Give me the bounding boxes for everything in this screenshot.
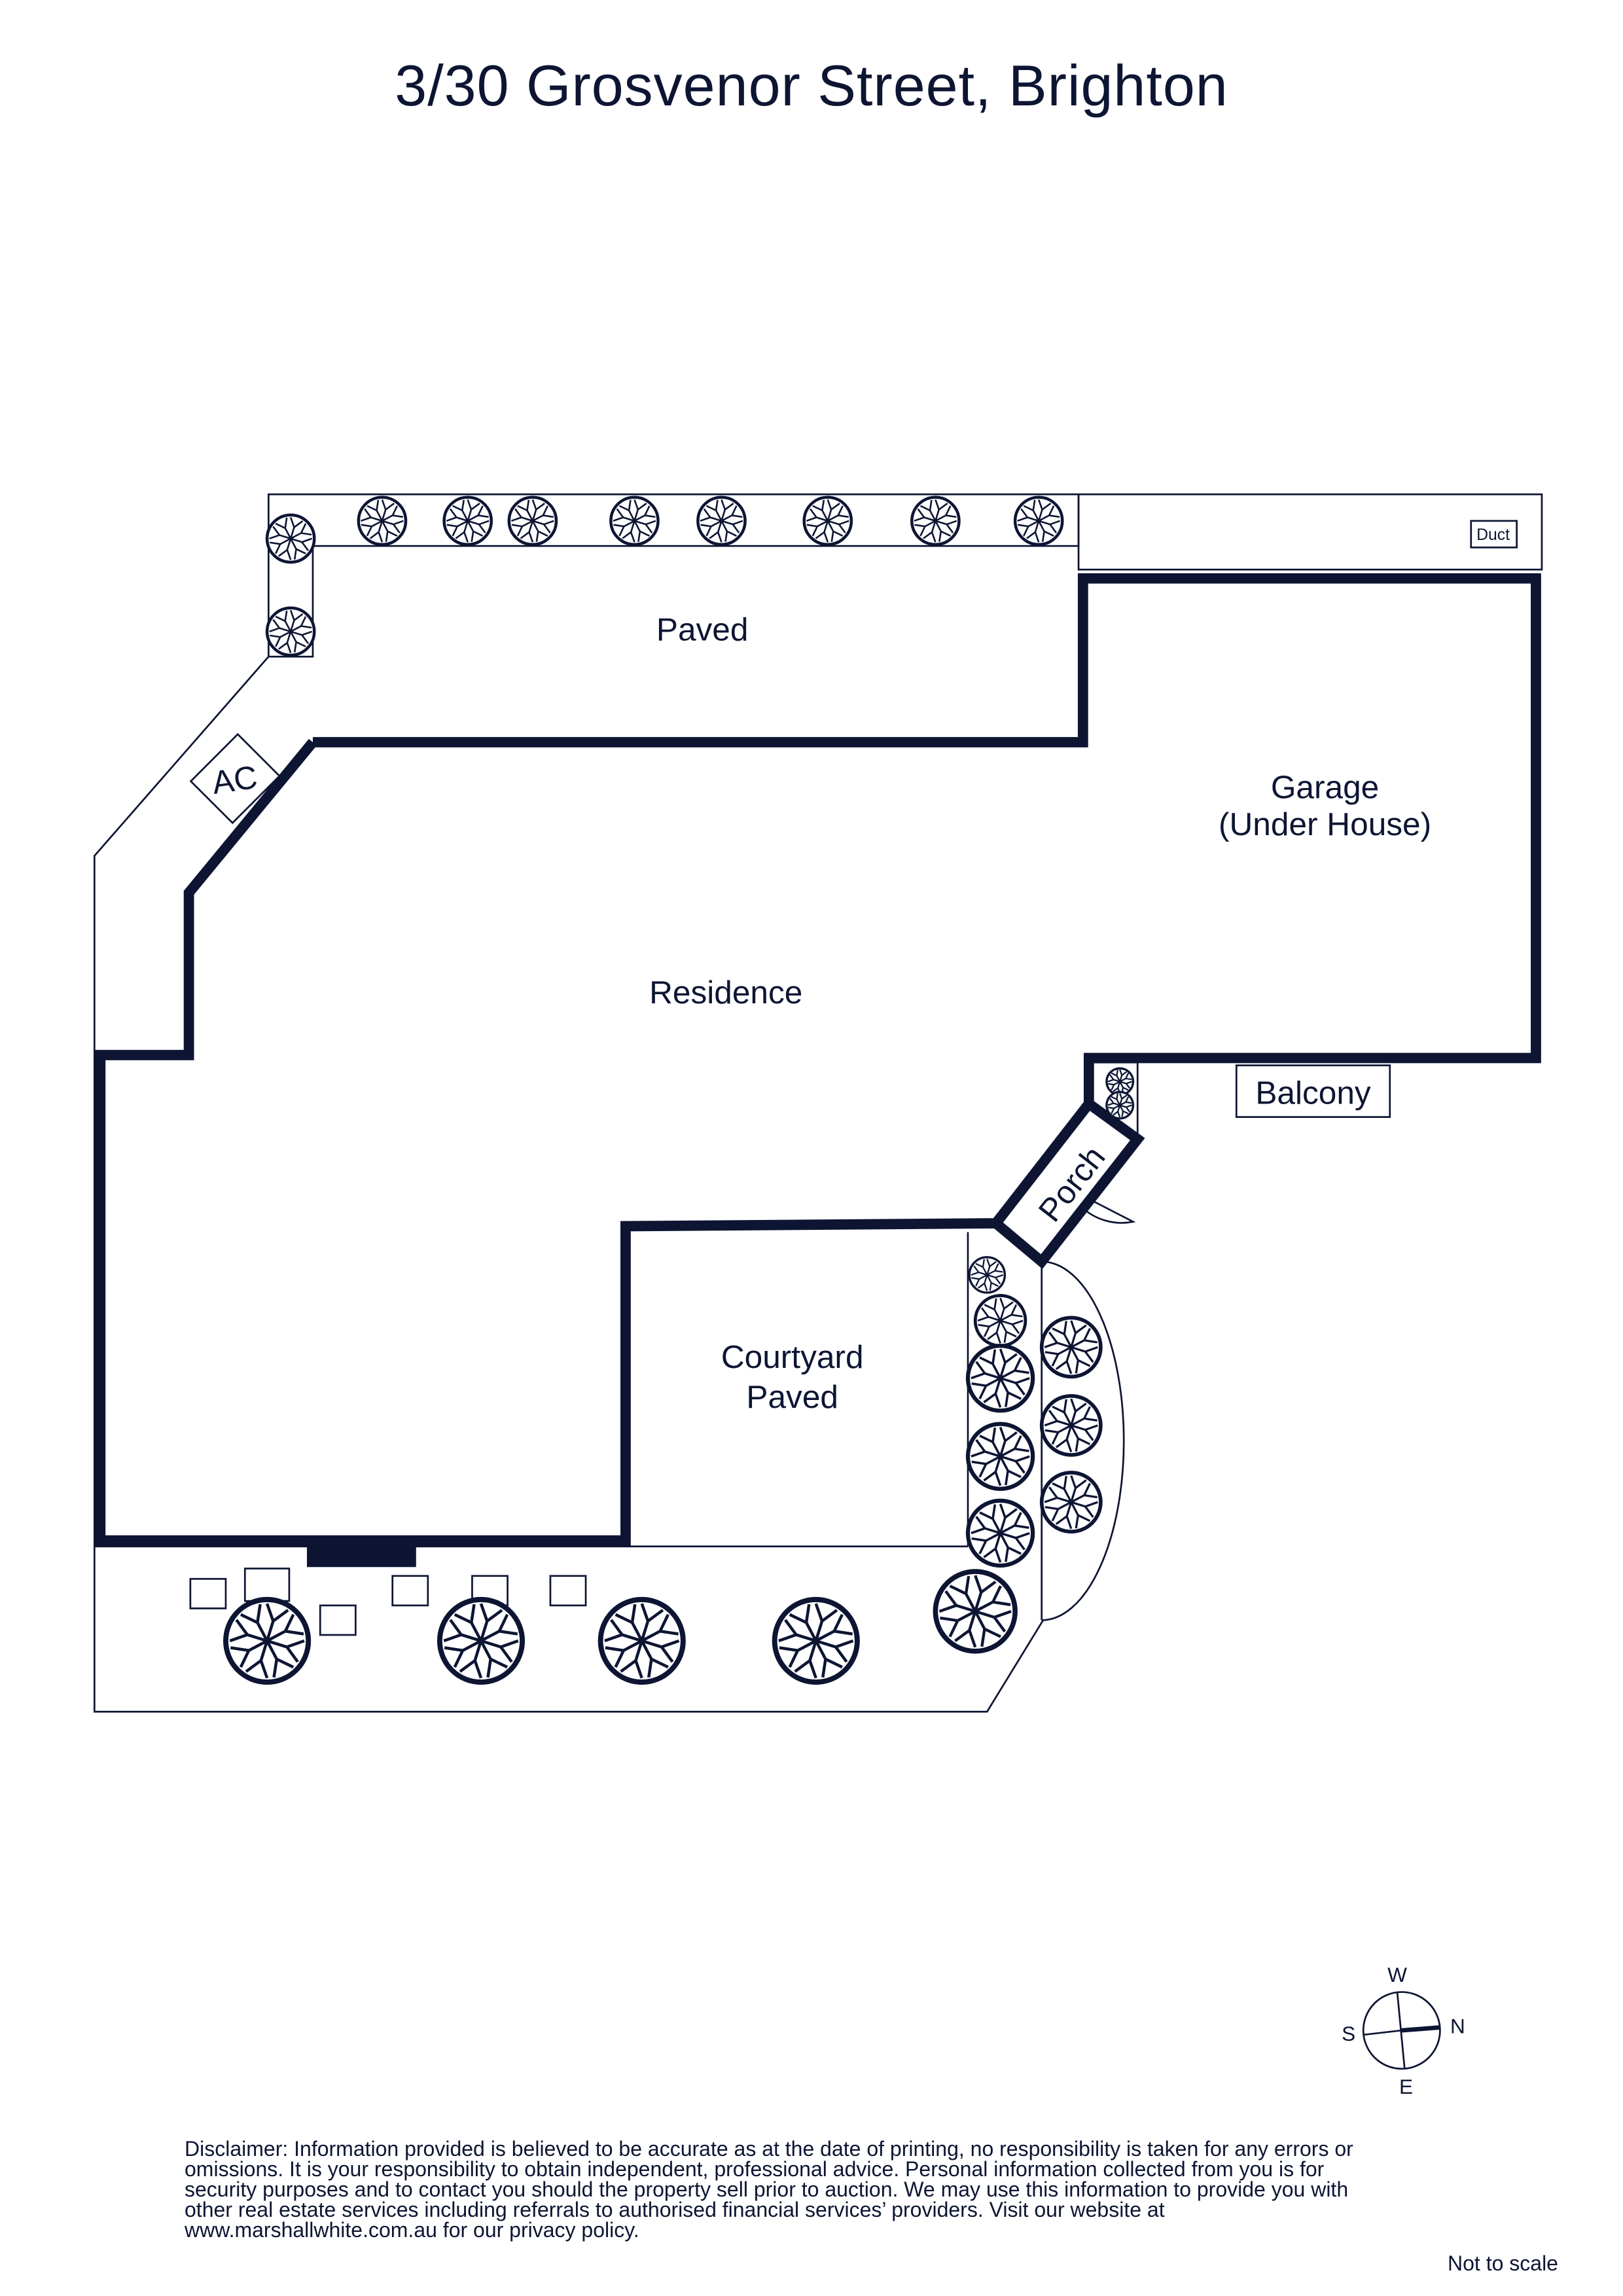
tree-icon [1039, 1471, 1103, 1534]
disclaimer: Disclaimer: Information provided is beli… [185, 2137, 1353, 2242]
tree-icon [973, 1294, 1027, 1348]
tree-icon [1039, 1316, 1103, 1379]
tree-icon [968, 1256, 1007, 1294]
duct-strip [1077, 493, 1543, 571]
page-title: 3/30 Grosvenor Street, Brighton [395, 53, 1228, 118]
house-walls [95, 573, 1541, 1546]
tree-icon [609, 495, 660, 547]
tree-icon [910, 495, 961, 547]
tree-icon [507, 495, 558, 547]
outer-boundary [93, 656, 1044, 1713]
tree-icon [1105, 1090, 1135, 1120]
label-paved: Paved [656, 611, 749, 647]
tree-icon [265, 513, 316, 564]
tree-icon [696, 495, 747, 547]
tree-icon [437, 1596, 526, 1685]
label-duct: Duct [1476, 526, 1510, 544]
tree-icon [357, 495, 408, 547]
trees [223, 495, 1135, 1685]
tree-icon [442, 495, 493, 547]
label-garage-sub: (Under House) [1219, 806, 1431, 842]
garden-bed-arc [1041, 1261, 1125, 1621]
tree-icon [802, 495, 853, 547]
tree-icon [933, 1569, 1018, 1654]
label-courtyard-sub: Paved [746, 1378, 838, 1415]
compass: W S N E [1342, 1963, 1465, 2098]
compass-w: W [1387, 1963, 1407, 1986]
entry-step [306, 1537, 416, 1568]
label-residence: Residence [649, 974, 802, 1011]
not-to-scale: Not to scale [1448, 2251, 1558, 2275]
tree-icon [965, 1498, 1035, 1568]
ac-unit [189, 732, 281, 825]
label-garage: Garage [1271, 769, 1379, 806]
tree-icon [597, 1596, 686, 1685]
duct-box [1470, 520, 1518, 548]
tree-icon [1013, 495, 1064, 547]
balcony-outline [1235, 1064, 1391, 1119]
tree-icon [965, 1422, 1035, 1491]
tree-icon [1105, 1067, 1135, 1096]
label-courtyard: Courtyard [721, 1338, 864, 1375]
tree-icon [265, 606, 316, 657]
tree-icon [772, 1596, 860, 1685]
label-ac: AC [210, 759, 260, 801]
compass-s: S [1342, 2022, 1355, 2045]
tree-icon [965, 1344, 1035, 1413]
compass-n: N [1450, 2015, 1465, 2038]
tree-icon [223, 1596, 312, 1685]
label-balcony: Balcony [1255, 1074, 1371, 1111]
compass-e: E [1399, 2075, 1413, 2098]
tree-icon [1039, 1393, 1103, 1457]
